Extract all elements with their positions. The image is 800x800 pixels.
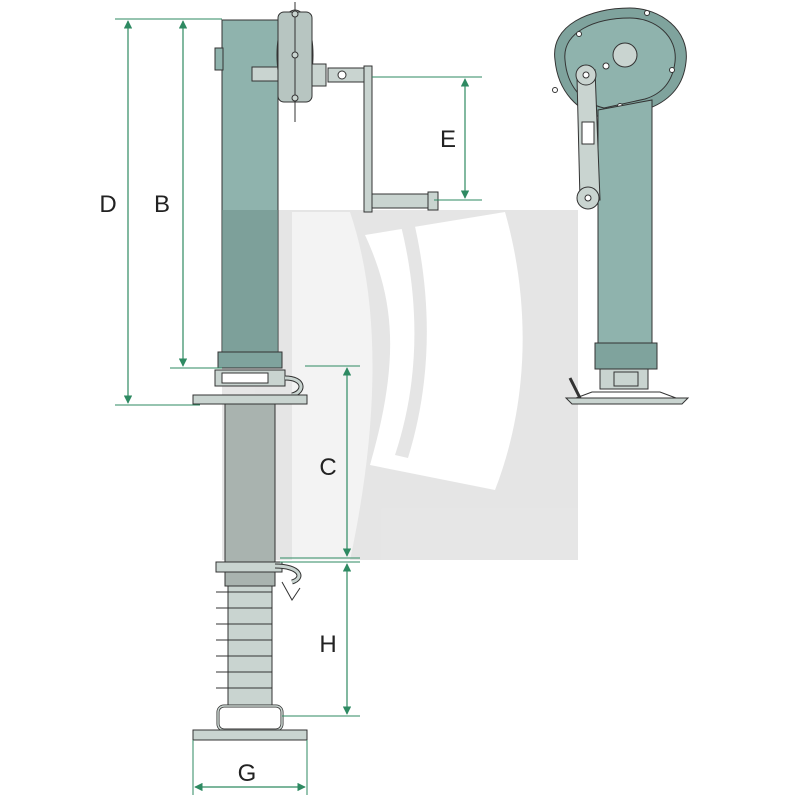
upper-tube-shadow [222, 210, 278, 355]
front-body-tube [597, 99, 653, 346]
locking-pin[interactable] [274, 563, 302, 601]
jack-side-view [192, 2, 439, 741]
dimension-label-H: H [319, 631, 336, 658]
telescopic-leg [227, 585, 273, 707]
dimension-label-E: E [440, 126, 456, 153]
dimension-label-B: B [154, 191, 170, 218]
dimension-D: D [99, 18, 222, 406]
dimension-C: C [280, 365, 360, 559]
mounting-plate [192, 394, 308, 405]
dimension-H: H [280, 561, 360, 717]
adjustment-holes [216, 591, 272, 689]
dimension-B: B [154, 20, 222, 369]
brand-watermark-logo [222, 210, 578, 560]
tube-collar [217, 351, 283, 369]
mounting-bracket [192, 369, 308, 405]
gearbox-housing [251, 2, 327, 122]
front-collar [594, 342, 658, 370]
dimension-G: G [192, 740, 308, 795]
dimension-label-G: G [238, 760, 257, 787]
jack-front-view [552, 7, 690, 405]
dimension-label-C: C [319, 454, 336, 481]
foot-plate [192, 704, 308, 741]
front-crank-arm[interactable] [575, 64, 601, 210]
crank-handle[interactable] [327, 65, 439, 213]
dimension-E: E [372, 76, 482, 201]
dimension-label-D: D [99, 191, 116, 218]
front-foot-plate [564, 397, 690, 405]
inner-tube [224, 403, 276, 563]
